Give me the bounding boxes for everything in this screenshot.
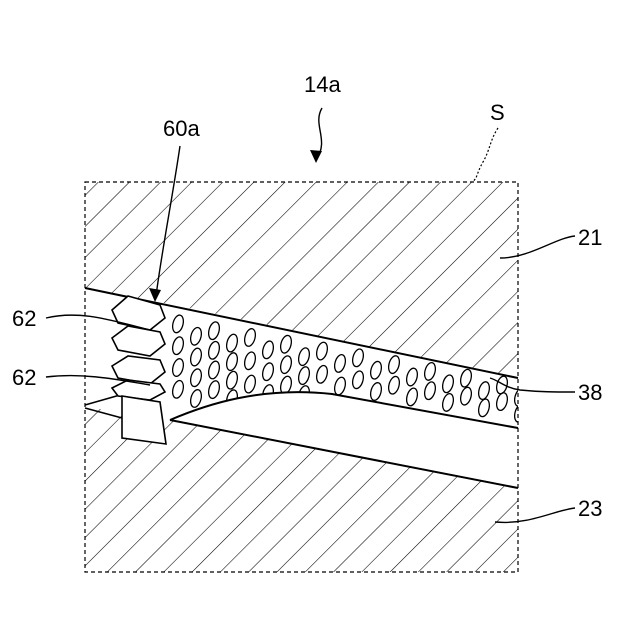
pore [513,403,527,423]
pore [333,353,347,373]
pore [297,347,311,367]
pore [351,348,365,368]
base-block [122,396,166,444]
label-38: 38 [578,380,602,405]
pore [387,355,401,375]
pore [261,362,275,382]
pore [189,368,203,388]
pore [207,321,221,341]
pore [477,398,491,418]
protrusion-2 [112,326,165,356]
pore [225,333,239,353]
pore [297,366,311,386]
label-14a: 14a [304,72,341,97]
pore [171,336,185,356]
pore [423,381,437,401]
pore [351,370,365,390]
gap-line [85,395,120,405]
label-s: S [490,100,505,125]
porous-layer-bottom-edge [170,392,518,428]
pore [405,367,419,387]
pore [441,392,455,412]
pore [207,340,221,360]
pore [333,376,347,396]
pore [279,334,293,354]
label-60a: 60a [163,116,200,141]
leader-38 [490,378,575,392]
pore [243,327,257,347]
pore [315,341,329,361]
leader-s [472,128,498,182]
label-62-lower: 62 [12,365,36,390]
pore [459,386,473,406]
pore [225,352,239,372]
label-62-upper: 62 [12,306,36,331]
pore [297,385,311,405]
pore [495,375,509,395]
pore [459,368,473,388]
pore [441,374,455,394]
pore [171,314,185,334]
pore [189,347,203,367]
label-23: 23 [578,496,602,521]
pore [189,388,203,408]
pore [189,326,203,346]
pore [477,381,491,401]
pore [405,387,419,407]
pore [495,392,509,412]
label-21: 21 [578,225,602,250]
pore [225,370,239,390]
pore [171,358,185,378]
pore [207,360,221,380]
pore [171,379,185,399]
arrow-14a-head [310,150,322,163]
pore [315,364,329,384]
pore [207,380,221,400]
pore [387,375,401,395]
pore [243,351,257,371]
pore [423,361,437,381]
pore [261,340,275,360]
pore [243,374,257,394]
pore [369,360,383,380]
pore [369,382,383,402]
pore [279,355,293,375]
